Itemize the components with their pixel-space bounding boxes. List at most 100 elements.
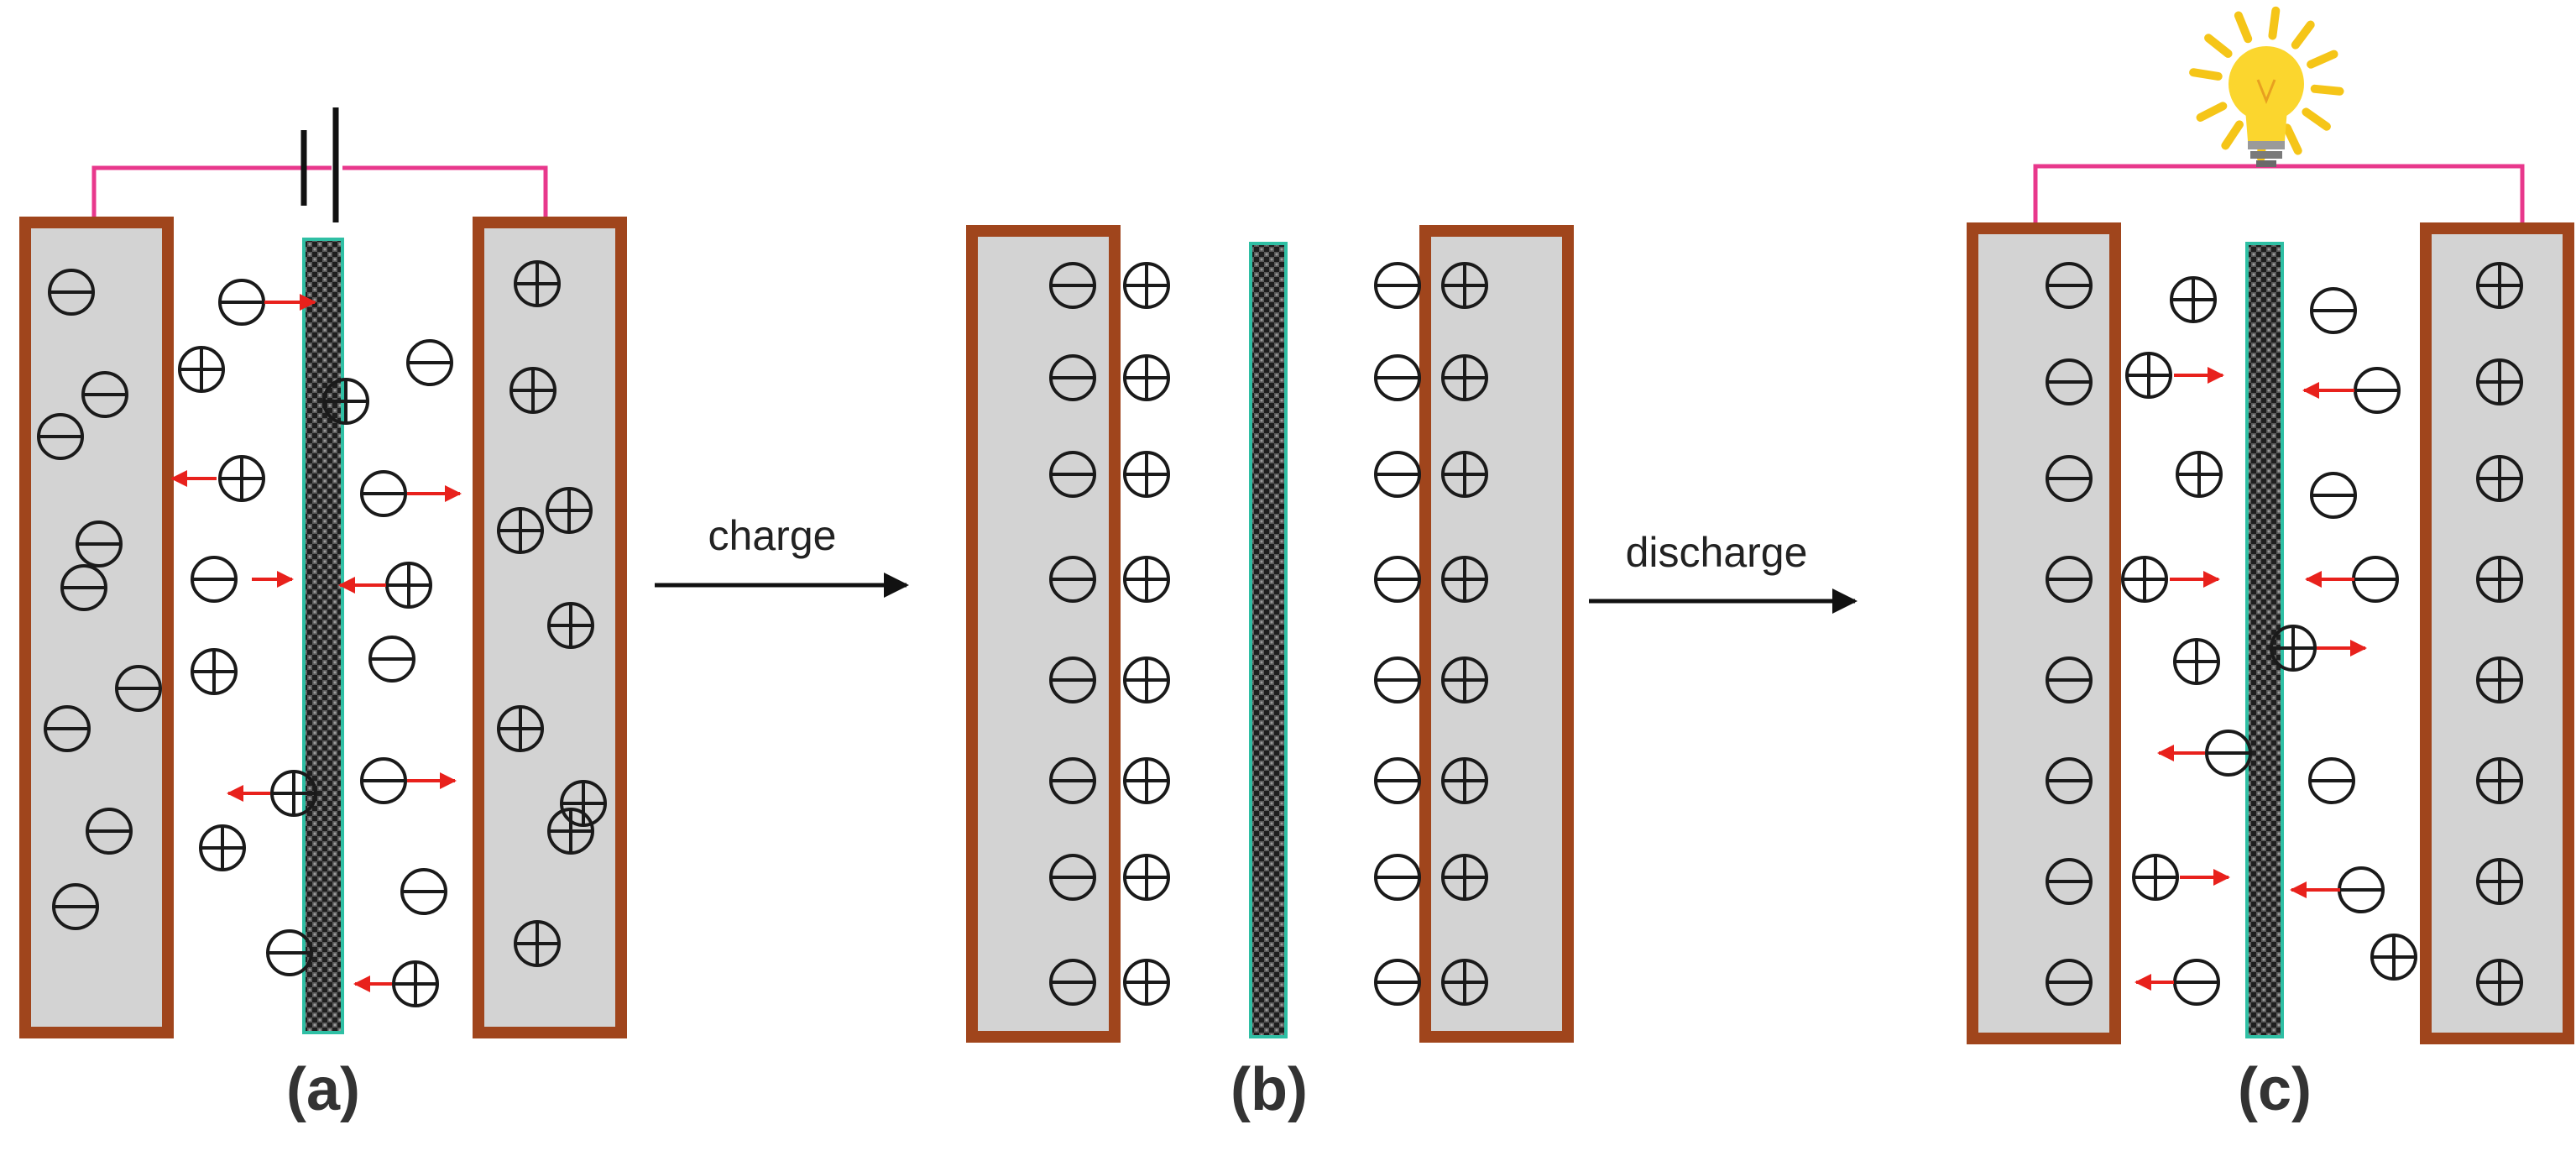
panel-b: (b) (966, 225, 1574, 1123)
panel-label-a: (a) (286, 1056, 360, 1123)
plus-ion-icon (2132, 854, 2179, 901)
minus-ion-icon (2046, 262, 2093, 309)
minus-ion-icon (2205, 730, 2252, 777)
minus-ion-icon (2354, 367, 2401, 414)
minus-ion-icon (1049, 451, 1096, 498)
minus-ion-icon (368, 636, 415, 683)
battery-icon (300, 107, 339, 222)
ions-a (37, 260, 607, 1007)
plus-ion-icon (2125, 352, 2172, 399)
plus-ion-icon (2176, 451, 2223, 498)
discharge-step: discharge (1589, 529, 1858, 614)
minus-ion-icon (360, 470, 407, 517)
panel-label-c: (c) (2238, 1056, 2312, 1123)
plus-ion-icon (1441, 451, 1488, 498)
minus-ion-icon (400, 868, 447, 915)
plus-ion-icon (1123, 757, 1170, 804)
minus-ion-icon (1049, 959, 1096, 1006)
minus-ion-icon (1049, 556, 1096, 603)
plus-ion-icon (1123, 451, 1170, 498)
minus-ion-icon (218, 279, 265, 326)
minus-ion-icon (2310, 287, 2357, 334)
plus-ion-icon (497, 705, 544, 752)
separator-c (2245, 242, 2284, 1038)
light-bulb-icon (2189, 6, 2344, 167)
separator-a (302, 238, 344, 1034)
minus-ion-icon (2310, 472, 2357, 519)
minus-ion-icon (2352, 556, 2399, 603)
minus-ion-icon (1049, 656, 1096, 704)
minus-ion-icon (1049, 854, 1096, 901)
plus-ion-icon (2173, 638, 2220, 685)
electrode-right-c (2420, 222, 2574, 1044)
minus-ion-icon (86, 808, 133, 855)
plus-ion-icon (1441, 854, 1488, 901)
plus-ion-icon (1123, 959, 1170, 1006)
plus-ion-icon (1123, 262, 1170, 309)
plus-ion-icon (218, 455, 265, 502)
plus-ion-icon (546, 487, 593, 534)
plus-ion-icon (1441, 354, 1488, 401)
minus-ion-icon (60, 564, 107, 611)
arrows-a (170, 294, 462, 992)
plus-ion-icon (392, 960, 439, 1007)
minus-ion-icon (2046, 959, 2093, 1006)
minus-ion-icon (115, 665, 162, 712)
minus-ion-icon (2308, 757, 2355, 804)
plus-ion-icon (2476, 262, 2523, 309)
electrode-left-c (1967, 222, 2121, 1044)
plus-ion-icon (1441, 757, 1488, 804)
arrows-c (2134, 367, 2367, 991)
minus-ion-icon (1374, 354, 1421, 401)
plus-ion-icon (2476, 959, 2523, 1006)
plus-ion-icon (1441, 656, 1488, 704)
minus-ion-icon (1049, 262, 1096, 309)
minus-ion-icon (76, 520, 123, 568)
minus-ion-icon (1374, 451, 1421, 498)
minus-ion-icon (52, 883, 99, 930)
minus-ion-icon (1374, 556, 1421, 603)
minus-ion-icon (406, 339, 453, 386)
minus-ion-icon (1374, 757, 1421, 804)
electrode-right-b (1419, 225, 1574, 1043)
minus-ion-icon (2338, 866, 2385, 913)
minus-ion-icon (2046, 858, 2093, 905)
plus-ion-icon (1441, 556, 1488, 603)
plus-ion-icon (2476, 358, 2523, 405)
plus-ion-icon (560, 780, 607, 827)
plus-ion-icon (178, 346, 225, 393)
minus-ion-icon (1374, 854, 1421, 901)
external-wire-a-right (342, 165, 548, 220)
plus-ion-icon (514, 920, 561, 967)
plus-ion-icon (1441, 959, 1488, 1006)
plus-ion-icon (2476, 556, 2523, 603)
discharge-label: discharge (1626, 529, 1808, 576)
electrode-left-b (966, 225, 1121, 1043)
minus-ion-icon (1049, 757, 1096, 804)
plus-ion-icon (2170, 276, 2217, 323)
plus-ion-icon (2270, 625, 2317, 672)
minus-ion-icon (37, 413, 84, 460)
minus-ion-icon (2046, 358, 2093, 405)
minus-ion-icon (2046, 455, 2093, 502)
plus-ion-icon (1441, 262, 1488, 309)
plus-ion-icon (2476, 858, 2523, 905)
external-wire-a (91, 165, 332, 220)
plus-ion-icon (270, 770, 317, 817)
minus-ion-icon (81, 371, 128, 418)
minus-ion-icon (2046, 656, 2093, 704)
minus-ion-icon (360, 757, 407, 804)
minus-ion-icon (2173, 959, 2220, 1006)
plus-ion-icon (2370, 934, 2417, 981)
minus-ion-icon (44, 705, 91, 752)
plus-ion-icon (1123, 854, 1170, 901)
minus-ion-icon (266, 929, 313, 976)
separator-b (1249, 242, 1288, 1038)
minus-ion-icon (2046, 556, 2093, 603)
plus-ion-icon (1123, 354, 1170, 401)
minus-ion-icon (1374, 656, 1421, 704)
plus-ion-icon (322, 378, 369, 425)
minus-ion-icon (2046, 757, 2093, 804)
minus-ion-icon (1374, 262, 1421, 309)
